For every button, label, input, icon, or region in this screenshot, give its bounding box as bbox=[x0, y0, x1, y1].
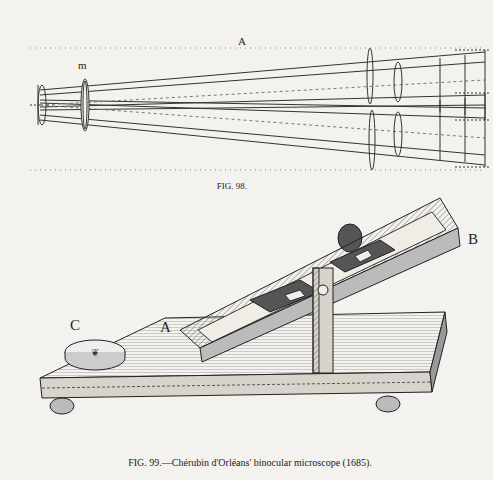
figure-caption: FIG. 99.—Chérubin d'Orléans' binocular m… bbox=[128, 458, 372, 468]
part-label: A bbox=[160, 320, 171, 335]
part-label: m bbox=[78, 60, 87, 71]
part-label: A bbox=[238, 36, 246, 47]
part-label: C bbox=[70, 318, 80, 333]
optical-diagram bbox=[30, 48, 490, 170]
svg-text:❦: ❦ bbox=[91, 347, 99, 358]
part-label: B bbox=[468, 232, 478, 247]
binocular-microscope: ❦ bbox=[40, 198, 460, 414]
part-label: FIG. 98. bbox=[217, 182, 247, 191]
